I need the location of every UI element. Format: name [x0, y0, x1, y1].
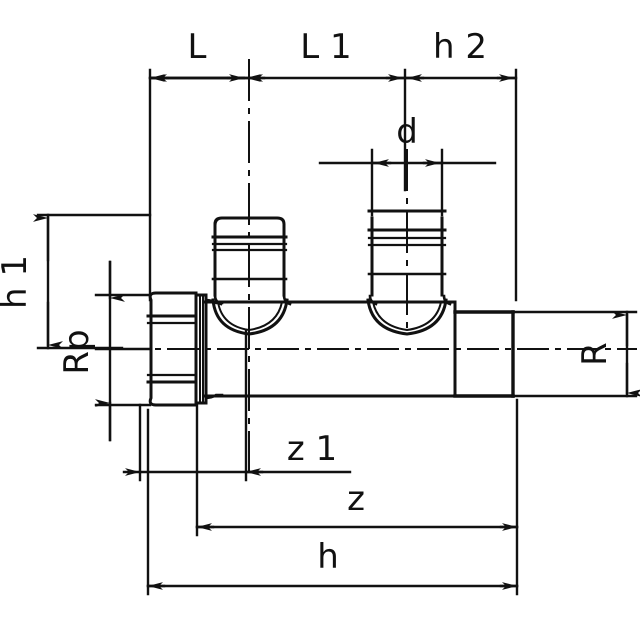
left-branch-outlet [211, 216, 292, 336]
dim-label-h2: h 2 [433, 27, 487, 67]
dim-line-R [511, 310, 640, 398]
dim-label-L1: L 1 [300, 27, 351, 67]
dim-line-Rp [94, 260, 152, 442]
dim-label-z1: z 1 [287, 429, 337, 469]
dim-label-d: d [396, 112, 418, 152]
dim-label-L: L [188, 27, 207, 67]
right-branch-outlet [366, 209, 452, 336]
dim-label-z: z [347, 479, 365, 519]
dim-line-h1 [33, 213, 152, 350]
dim-label-Rp: Rp [57, 329, 97, 374]
centerline [117, 59, 637, 471]
extension-lines-top [148, 68, 518, 302]
dim-label-h1: h 1 [0, 255, 35, 309]
dim-label-R: R [575, 342, 615, 366]
dim-label-h: h [317, 537, 339, 577]
extension-lines-bottom [138, 328, 519, 596]
